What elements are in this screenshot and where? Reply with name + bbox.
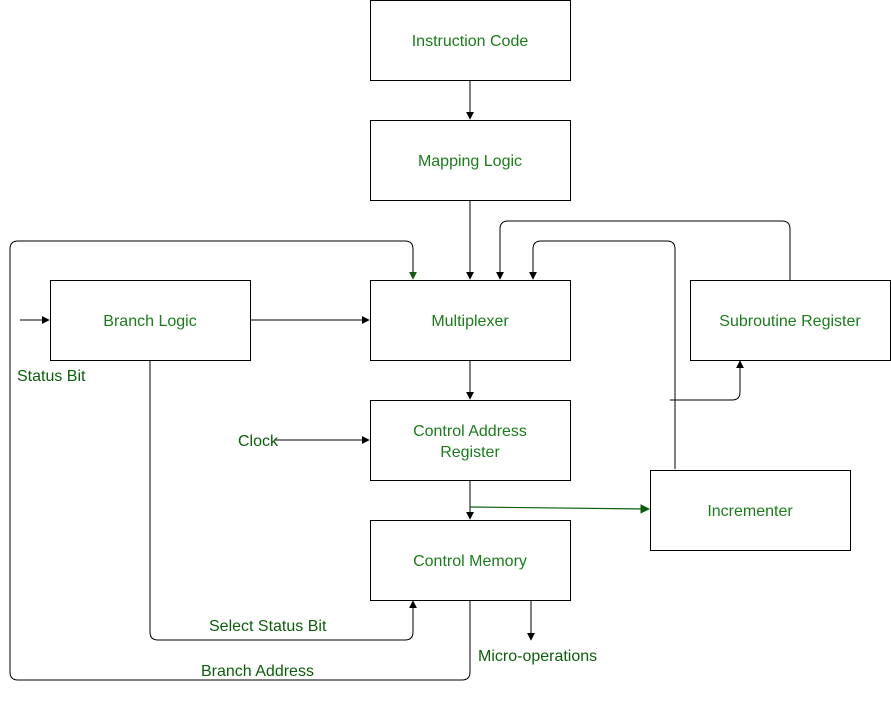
select-status-bit-label: Select Status Bit [209,618,327,635]
instruction-code-box [370,0,571,81]
control-address-register-box [370,400,571,481]
control-memory-label: Control Memory [413,553,527,570]
wire-subroutine-to-multiplexer [496,220,791,280]
control-address-register-label-line1: Control Address [413,423,527,440]
multiplexer-label: Multiplexer [431,313,509,330]
wire-select-status-bit [149,360,417,641]
subroutine-register-label: Subroutine Register [719,313,861,330]
incrementer-label: Incrementer [707,503,793,520]
instruction-code-block: Instruction Code [370,0,571,81]
micro-operations-label: Micro-operations [478,648,597,665]
status-bit-label: Status Bit [17,368,86,385]
clock-label: Clock [238,433,279,450]
connectors [9,80,791,681]
branch-logic-block: Branch Logic [50,280,251,361]
incrementer-box [650,470,851,551]
control-memory-block: Control Memory [370,520,571,601]
branch-logic-label: Branch Logic [103,313,196,330]
wire-incrementer-to-multiplexer [529,240,676,469]
multiplexer-block: Multiplexer [370,280,571,361]
control-address-register-label-line2: Register [440,444,500,461]
branch-address-label: Branch Address [201,663,314,680]
control-address-register-block: Control Address Register [370,400,571,481]
subroutine-register-box [690,280,891,361]
multiplexer-box [370,280,571,361]
mapping-logic-block: Mapping Logic [370,120,571,201]
mapping-logic-box [370,120,571,201]
control-memory-box [370,520,571,601]
wire-car-to-incrementer [469,504,650,514]
wire-incrementer-to-subroutine [670,360,744,401]
wire-branch-address-loop [9,240,471,681]
incrementer-block: Incrementer [650,470,851,551]
instruction-code-label: Instruction Code [412,33,529,50]
mapping-logic-label: Mapping Logic [418,153,522,170]
subroutine-register-block: Subroutine Register [690,280,891,361]
branch-logic-box [50,280,251,361]
